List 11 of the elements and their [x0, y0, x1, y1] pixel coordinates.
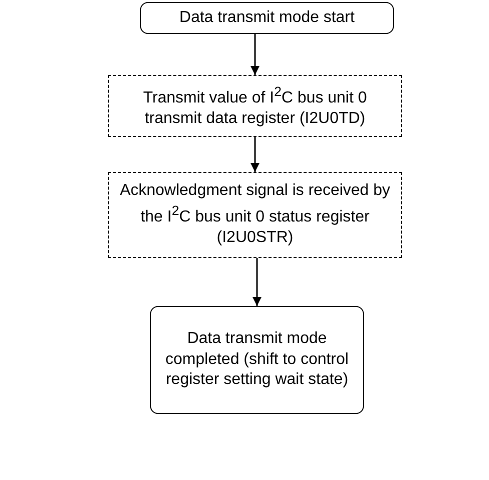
process-box: [108, 75, 402, 137]
step-text: Data transmit mode start: [178, 8, 356, 28]
step-text: Acknowledgment signal is received by the I$^{2}$C bus unit 0 status register (I2U0STR): [118, 181, 392, 248]
arrow: [250, 137, 260, 172]
step-text: Transmit value of I$^{2}$C bus unit 0 transmit data register (I2U0TD): [142, 82, 368, 129]
arrow: [250, 34, 260, 75]
terminal-box: [140, 2, 394, 34]
arrow: [252, 258, 262, 306]
terminal-box: [150, 306, 364, 414]
step-text: Data transmit mode completed (shift to control register setting wait state): [164, 328, 350, 390]
process-box: [108, 172, 402, 258]
